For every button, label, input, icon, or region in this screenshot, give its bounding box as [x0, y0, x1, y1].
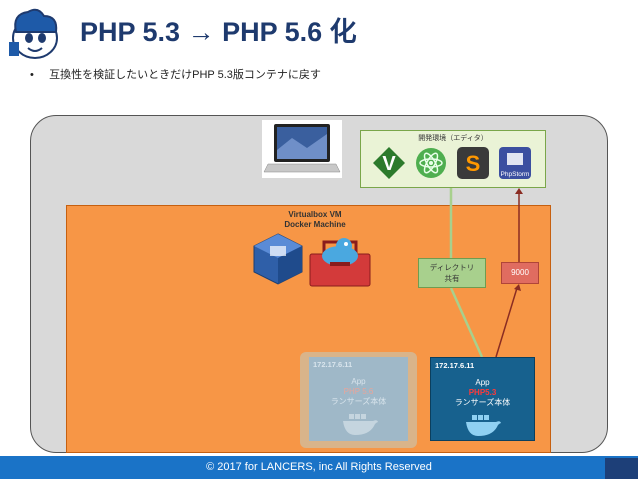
svg-text:S: S	[466, 151, 481, 176]
footer-accent-square	[605, 458, 638, 479]
port-box: 9000	[501, 262, 539, 284]
shared-directory-line2: 共有	[444, 274, 460, 283]
vim-icon: V	[373, 147, 405, 179]
footer-bar	[0, 456, 638, 479]
container-active-php: PHP5.3	[468, 388, 497, 397]
container-inactive-app: App	[351, 377, 366, 386]
vm-label: Virtualbox VM Docker Machine	[255, 210, 375, 230]
container-active-desc: ランサーズ本体	[454, 398, 511, 407]
page-title: PHP 5.3 → PHP 5.6 化	[80, 17, 357, 47]
shared-line-bottom	[449, 287, 484, 358]
phpstorm-icon: PhpStorm	[499, 147, 531, 179]
bullet-point: • 互換性を検証したいときだけPHP 5.3版コンテナに戻す	[30, 66, 321, 82]
container-inactive-desc: ランサーズ本体	[330, 397, 387, 406]
port-line-bottom	[495, 287, 518, 358]
sublime-icon: S	[457, 147, 489, 179]
phpstorm-label: PhpStorm	[501, 171, 530, 178]
container-inactive-php: PHP 5.6	[343, 387, 374, 396]
laptop-icon	[262, 120, 342, 178]
dev-environment-label: 開発環境（エディタ）	[418, 135, 488, 142]
port-arrow-bottom	[514, 284, 521, 291]
bullet-text: 互換性を検証したいときだけPHP 5.3版コンテナに戻す	[49, 69, 321, 81]
port-arrow-top	[515, 188, 523, 194]
container-inactive-ip: 172.17.6.11	[313, 360, 353, 369]
container-active-app: App	[475, 378, 490, 387]
bullet-marker: •	[30, 69, 50, 81]
vm-label-line2: Docker Machine	[284, 220, 346, 229]
docker-toolbox-icon	[309, 238, 371, 287]
svg-text:V: V	[382, 153, 396, 175]
vm-label-line1: Virtualbox VM	[288, 210, 342, 219]
shared-directory-line1: ディレクトリ	[429, 263, 475, 272]
atom-icon	[416, 148, 446, 178]
shared-directory-box: ディレクトリ 共有	[418, 258, 486, 288]
docker-whale-icon	[466, 415, 501, 436]
container-inactive: 172.17.6.11 App PHP 5.6 ランサーズ本体	[309, 357, 408, 441]
lancers-mascot-logo	[9, 8, 58, 59]
container-active-ip: 172.17.6.11	[435, 361, 475, 370]
footer-copyright: © 2017 for LANCERS, inc All Rights Reser…	[206, 461, 432, 473]
container-active: 172.17.6.11 App PHP5.3 ランサーズ本体	[430, 357, 535, 441]
docker-whale-icon	[343, 414, 378, 435]
virtualbox-icon	[253, 233, 303, 285]
